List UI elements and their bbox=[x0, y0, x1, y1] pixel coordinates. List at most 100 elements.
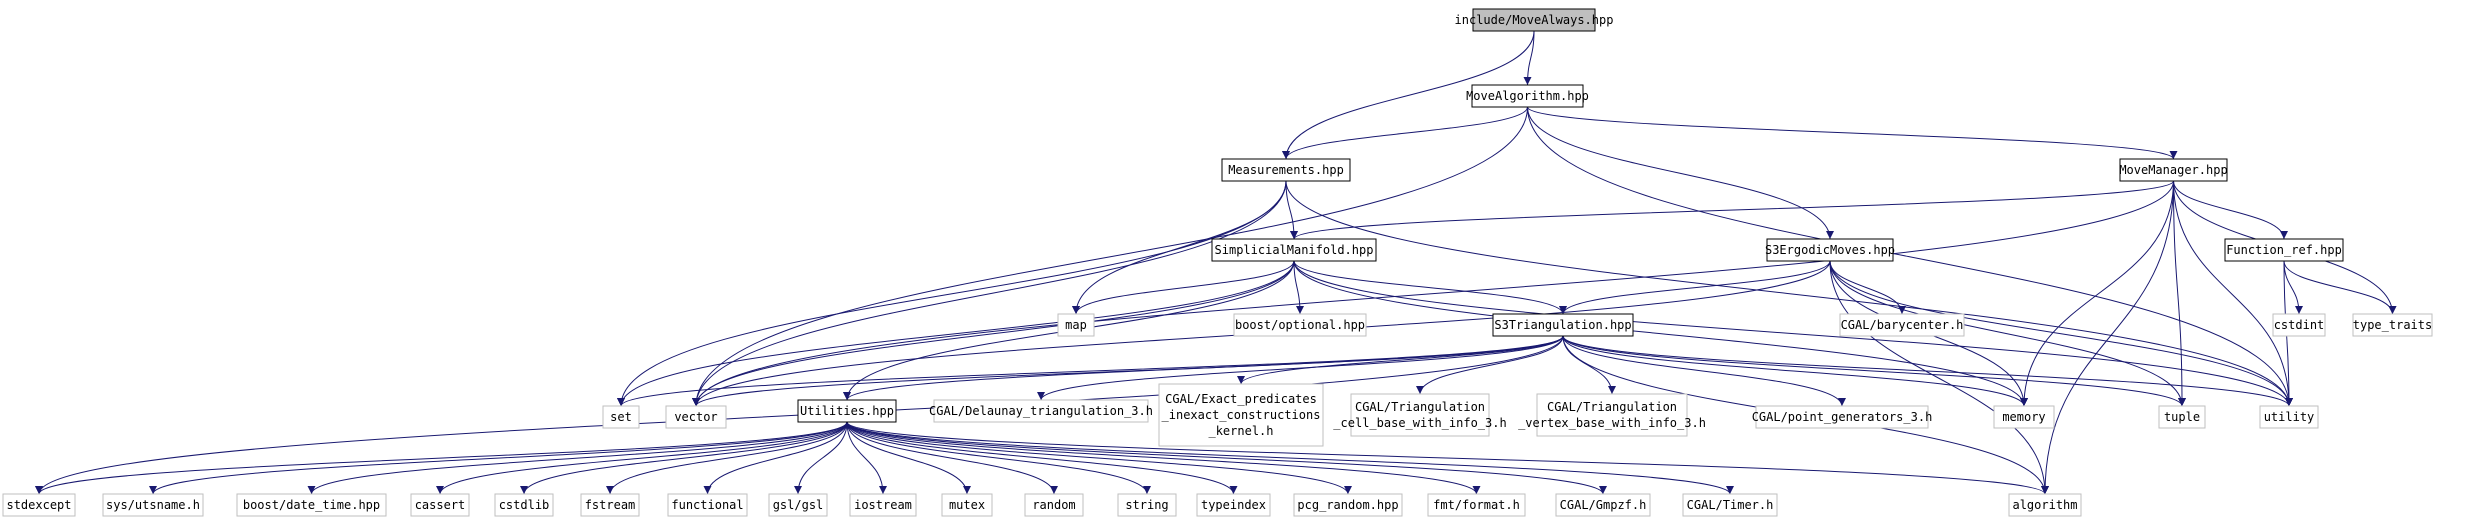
edge-movemgr-to-funcref bbox=[2173, 180, 2288, 240]
node-typetraits[interactable]: type_traits bbox=[2352, 313, 2433, 337]
nodes-layer: include/MoveAlways.hppMoveAlgorithm.hppM… bbox=[2, 8, 2433, 517]
edge-util-to-fstream bbox=[606, 421, 848, 495]
node-box bbox=[1158, 383, 1324, 447]
node-cgalvert[interactable]: CGAL/Triangulation_vertex_base_with_info… bbox=[1518, 393, 1706, 437]
edge-util-to-gsl bbox=[794, 421, 848, 495]
node-cgalexact[interactable]: CGAL/Exact_predicates_inexact_constructi… bbox=[1158, 383, 1324, 447]
node-s3tri[interactable]: S3Triangulation.hpp bbox=[1492, 313, 1634, 337]
node-box bbox=[667, 493, 748, 517]
node-label: include/MoveAlways.hpp bbox=[1455, 13, 1614, 27]
node-box bbox=[2008, 493, 2082, 517]
node-stdexcept[interactable]: stdexcept bbox=[2, 493, 76, 517]
node-mutex[interactable]: mutex bbox=[941, 493, 993, 517]
node-cgalbary[interactable]: CGAL/barycenter.h bbox=[1839, 313, 1965, 337]
node-cstdlib[interactable]: cstdlib bbox=[494, 493, 554, 517]
edge-s3tri-to-cgaldel bbox=[1037, 335, 1564, 401]
edge-s3erg-to-tuple bbox=[1829, 260, 2186, 407]
node-label: _kernel.h bbox=[1208, 424, 1273, 438]
node-utility[interactable]: utility bbox=[2259, 405, 2319, 429]
node-string[interactable]: string bbox=[1117, 493, 1177, 517]
node-set[interactable]: set bbox=[602, 405, 640, 429]
edge-util-to-cgalgmpzf bbox=[846, 421, 1607, 495]
node-cgaldel[interactable]: CGAL/Delaunay_triangulation_3.h bbox=[929, 399, 1153, 423]
edge-funcref-to-cstdint bbox=[2283, 260, 2303, 315]
node-vector[interactable]: vector bbox=[665, 405, 727, 429]
node-box bbox=[2119, 158, 2228, 182]
node-movemgr[interactable]: MoveManager.hpp bbox=[2119, 158, 2228, 182]
node-boostdt[interactable]: boost/date_time.hpp bbox=[236, 493, 387, 517]
node-gsl[interactable]: gsl/gsl bbox=[768, 493, 828, 517]
node-label: fstream bbox=[585, 498, 636, 512]
node-simpman[interactable]: SimplicialManifold.hpp bbox=[1211, 238, 1377, 262]
node-box bbox=[2259, 405, 2319, 429]
edge-root-to-meas bbox=[1282, 30, 1535, 160]
node-memory[interactable]: memory bbox=[1993, 405, 2055, 429]
node-label: set bbox=[610, 410, 632, 424]
edge-util-to-stdexcept bbox=[35, 421, 848, 495]
node-box bbox=[1024, 493, 1084, 517]
node-box bbox=[941, 493, 993, 517]
node-cgalcell[interactable]: CGAL/Triangulation_cell_base_with_info_3… bbox=[1333, 393, 1507, 437]
node-box bbox=[2272, 313, 2326, 337]
node-algorithm[interactable]: algorithm bbox=[2008, 493, 2082, 517]
edge-meas-to-set bbox=[617, 180, 1287, 407]
edge-simpman-to-utility bbox=[1293, 260, 2293, 407]
node-s3erg[interactable]: S3ErgodicMoves.hpp bbox=[1765, 238, 1895, 262]
edge-s3tri-to-vector bbox=[692, 335, 1564, 407]
node-label: memory bbox=[2002, 410, 2045, 424]
node-pcgrandom[interactable]: pcg_random.hpp bbox=[1293, 493, 1403, 517]
node-label: map bbox=[1065, 318, 1087, 332]
node-fmtformat[interactable]: fmt/format.h bbox=[1427, 493, 1526, 517]
node-label: gsl/gsl bbox=[773, 498, 824, 512]
edge-movemgr-to-vector bbox=[692, 180, 2174, 407]
node-box bbox=[1233, 313, 1367, 337]
node-boostopt[interactable]: boost/optional.hpp bbox=[1233, 313, 1367, 337]
node-map[interactable]: map bbox=[1057, 313, 1095, 337]
edge-s3erg-to-s3tri bbox=[1559, 260, 1831, 315]
node-meas[interactable]: Measurements.hpp bbox=[1221, 158, 1351, 182]
node-cgaltimer[interactable]: CGAL/Timer.h bbox=[1682, 493, 1778, 517]
node-box bbox=[1993, 405, 2055, 429]
node-box bbox=[1293, 493, 1403, 517]
node-utsname[interactable]: sys/utsname.h bbox=[102, 493, 204, 517]
edge-util-to-pcgrandom bbox=[846, 421, 1352, 495]
node-box bbox=[2158, 405, 2206, 429]
node-cgalpoint[interactable]: CGAL/point_generators_3.h bbox=[1752, 405, 1933, 429]
node-movealgo[interactable]: MoveAlgorithm.hpp bbox=[1466, 84, 1589, 108]
node-typeindex[interactable]: typeindex bbox=[1196, 493, 1271, 517]
node-label: mutex bbox=[949, 498, 985, 512]
node-funcref[interactable]: Function_ref.hpp bbox=[2224, 238, 2344, 262]
edge-util-to-algorithm bbox=[846, 421, 2049, 495]
node-functional[interactable]: functional bbox=[667, 493, 748, 517]
node-box bbox=[602, 405, 640, 429]
node-label: tuple bbox=[2164, 410, 2200, 424]
edge-simpman-to-boostopt bbox=[1293, 260, 1304, 315]
edge-movemgr-to-memory bbox=[2020, 180, 2174, 407]
node-box bbox=[1057, 313, 1095, 337]
node-box bbox=[1755, 405, 1929, 429]
node-tuple[interactable]: tuple bbox=[2158, 405, 2206, 429]
node-iostream[interactable]: iostream bbox=[849, 493, 917, 517]
node-fstream[interactable]: fstream bbox=[580, 493, 640, 517]
node-box bbox=[1196, 493, 1271, 517]
edge-root-to-movealgo bbox=[1523, 30, 1535, 86]
node-label: CGAL/Gmpzf.h bbox=[1560, 498, 1647, 512]
node-random[interactable]: random bbox=[1024, 493, 1084, 517]
node-box bbox=[1221, 158, 1351, 182]
edge-simpman-to-set bbox=[617, 260, 1295, 407]
edge-s3tri-to-cgalcell bbox=[1416, 335, 1564, 395]
edge-movemgr-to-simpman bbox=[1290, 180, 2174, 240]
edge-util-to-cstdlib bbox=[520, 421, 848, 495]
edge-util-to-random bbox=[846, 421, 1058, 495]
node-cstdint[interactable]: cstdint bbox=[2272, 313, 2326, 337]
edge-s3tri-to-memory bbox=[1562, 335, 2028, 407]
node-cgalgmpzf[interactable]: CGAL/Gmpzf.h bbox=[1555, 493, 1651, 517]
node-box bbox=[1471, 84, 1584, 108]
node-label: cstdlib bbox=[499, 498, 550, 512]
node-label: vector bbox=[674, 410, 717, 424]
node-util[interactable]: Utilities.hpp bbox=[797, 399, 897, 423]
node-cassert[interactable]: cassert bbox=[410, 493, 470, 517]
node-label: boost/date_time.hpp bbox=[243, 498, 380, 512]
node-box bbox=[236, 493, 387, 517]
node-root[interactable]: include/MoveAlways.hpp bbox=[1455, 8, 1614, 32]
